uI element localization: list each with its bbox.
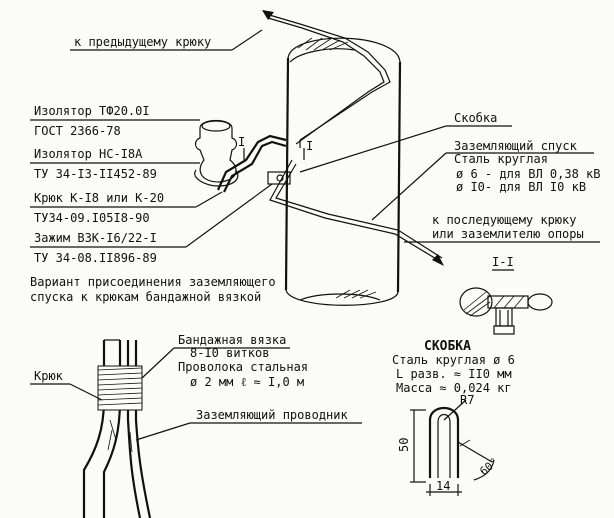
label-gost: ГОСТ 2366-78 [34,124,121,138]
label-tu-hook: ТУ34-09.I05I8-90 [34,211,150,225]
dim-width: 14 [436,479,450,493]
variant-drawing: Бандажная вязка 8-I0 витков Проволока ст… [30,333,362,518]
bracket-material: Сталь круглая ø 6 [392,353,515,367]
section-detail: I-I [459,255,553,335]
caption-line-1: Вариант присоединения заземляющего [30,275,276,289]
pole [284,37,402,306]
section-title: I-I [492,255,514,269]
arrow-previous [262,10,274,20]
section-mark-right: I [306,139,313,153]
left-labels: к предыдущему крюку Изолятор ТФ20.0I ГОС… [30,29,273,265]
label-dia-10: ø I0- для ВЛ I0 кВ [456,180,586,194]
pole-bottom-hatch [335,289,377,299]
bracket-length: L разв. ≈ II0 мм [396,367,512,381]
arrow-next [432,254,444,266]
dim-angle: 60° [477,455,501,478]
label-steel-round: Сталь круглая [454,152,548,166]
band-wraps [97,365,143,411]
label-band-wire: Проволока стальная [178,360,308,374]
label-previous-hook: к предыдущему крюку [74,35,211,49]
label-band-title: Бандажная вязка [178,333,286,347]
clamp-body [267,171,291,185]
bracket-title: СКОБКА [424,339,471,354]
label-band-dims: ø 2 мм ℓ ≈ I,0 м [190,375,304,389]
variant-caption: Вариант присоединения заземляющего спуск… [30,275,276,304]
section-mark-left: I [238,135,245,149]
label-dia-038: ø 6 - для ВЛ 0,38 кВ [456,167,601,181]
dim-radius: R7 [460,393,474,407]
label-clamp: Зажим ВЗК-I6/22-I [34,231,157,245]
dim-height: 50 [397,438,411,452]
hook [216,134,291,193]
label-ground-lead: Заземляющий спуск [454,139,578,153]
label-bracket: Скобка [454,111,497,125]
label-next-hook-2: или заземлителю опоры [432,227,584,241]
label-tu-insulator: ТУ 34-I3-II452-89 [34,167,157,181]
label-hook: Крюк К-I8 или К-20 [34,191,164,205]
section-markers: I I [238,135,313,160]
label-tu-clamp: ТУ 34-08.II896-89 [34,251,157,265]
label-insulator-ns: Изолятор НС-I8А [34,147,143,161]
label-variant-hook: Крюк [34,369,64,383]
bracket-detail: СКОБКА Сталь круглая ø 6 L разв. ≈ II0 м… [392,339,515,496]
ground-wire [262,10,444,266]
label-next-hook-1: к последующему крюку [432,213,577,227]
bracket-mass: Масса ≈ 0,024 кг [396,381,512,395]
label-band-turns: 8-I0 витков [190,346,269,360]
right-labels: Скобка Заземляющий спуск Сталь круглая ø… [299,111,601,243]
label-insulator-tf: Изолятор ТФ20.0I [34,104,150,118]
label-ground-conductor: Заземляющий проводник [196,408,348,422]
caption-line-2: спуска к крюкам бандажной вязкой [30,290,261,304]
